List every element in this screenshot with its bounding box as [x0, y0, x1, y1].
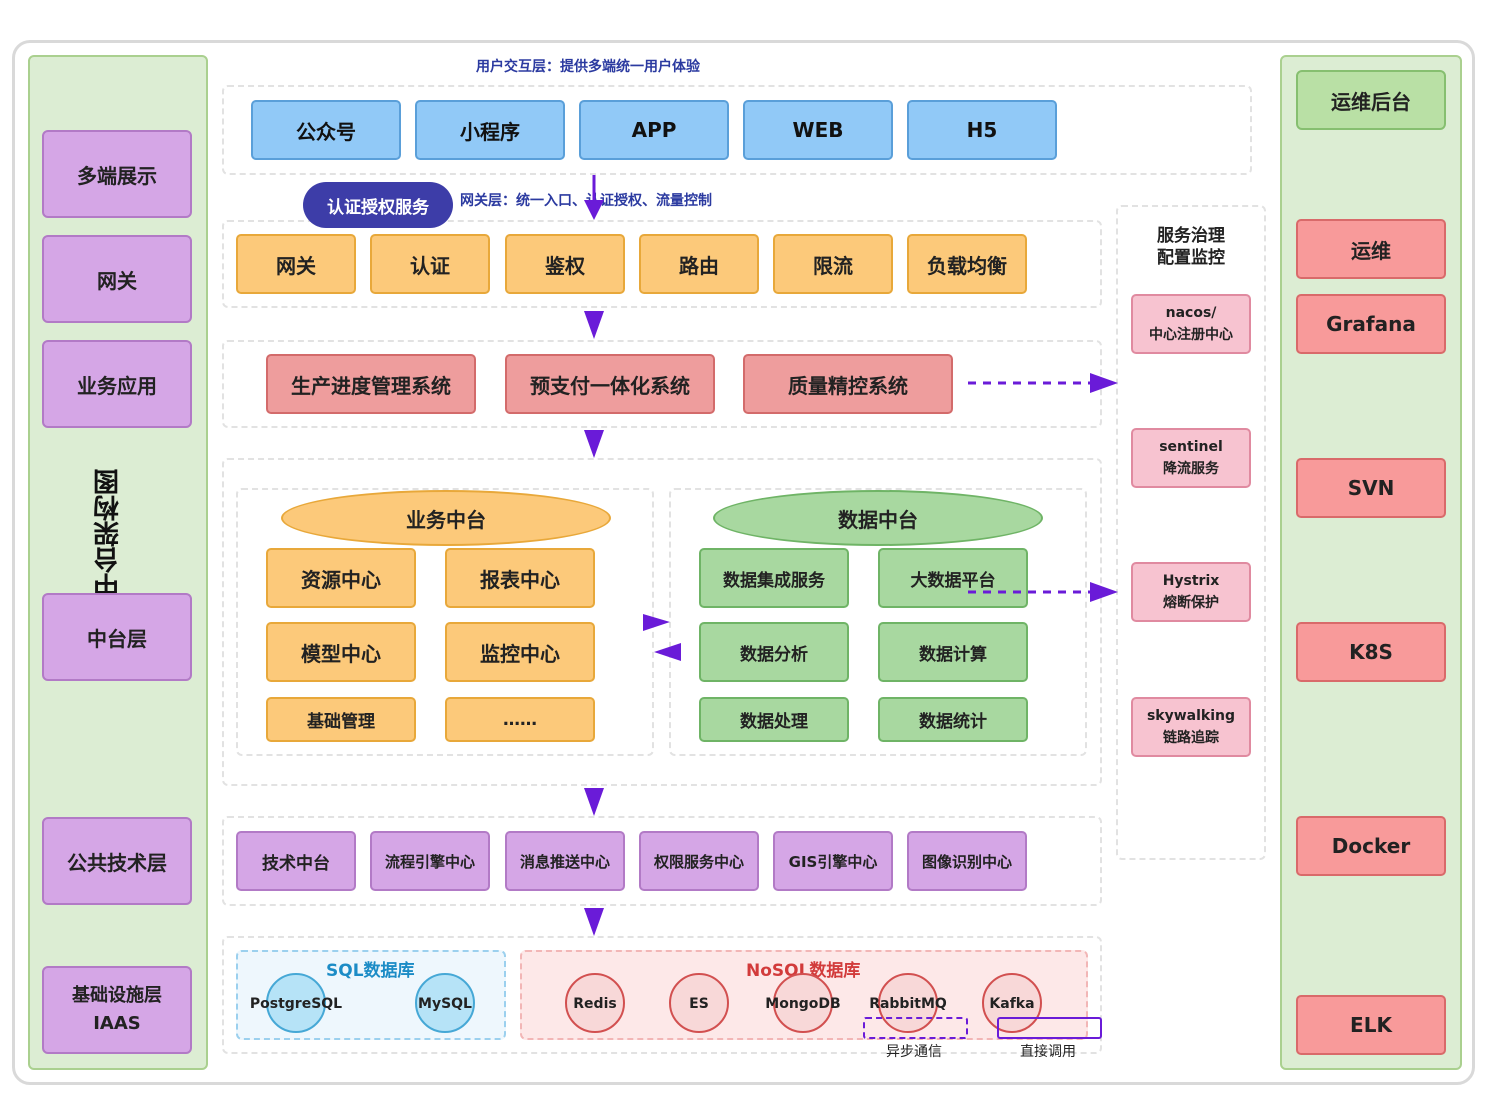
- arrow-to-business: [643, 614, 670, 631]
- ops-item-docker: Docker: [1296, 816, 1446, 876]
- db-es-label: ES: [689, 996, 709, 1012]
- app-quality-control: 质量精控系统: [743, 354, 953, 414]
- ops-item-svn: SVN: [1296, 458, 1446, 518]
- dp-data-integration: 数据集成服务: [699, 548, 849, 608]
- gateway-layer-group: [222, 220, 1102, 308]
- gov-hystrix-line1: Hystrix: [1162, 573, 1220, 589]
- layer-public-tech: 公共技术层: [42, 817, 192, 905]
- data-platform-title: 数据中台: [713, 490, 1043, 546]
- layer-gateway: 网关: [42, 235, 192, 323]
- ops-item-ops: 运维: [1296, 219, 1446, 279]
- client-h5: H5: [907, 100, 1057, 160]
- ops-title: 运维后台: [1296, 70, 1446, 130]
- bp-report-center: 报表中心: [445, 548, 595, 608]
- gov-skywalking-line1: skywalking: [1146, 708, 1236, 724]
- gov-nacos-line1: nacos/: [1165, 305, 1217, 321]
- db-kafka-label: Kafka: [989, 996, 1035, 1012]
- db-rabbitmq-label: RabbitMQ: [869, 996, 947, 1012]
- sql-db-title: SQL数据库: [326, 961, 415, 981]
- client-mini-program: 小程序: [415, 100, 565, 160]
- tech-permission-service: 权限服务中心: [639, 831, 759, 891]
- db-kafka: [982, 973, 1042, 1033]
- gateway-item-route: 路由: [639, 234, 759, 294]
- gov-nacos: nacos/ 中心注册中心: [1131, 294, 1251, 354]
- db-mysql: [415, 973, 475, 1033]
- business-platform-title: 业务中台: [281, 490, 611, 546]
- governance-group: [1116, 205, 1266, 860]
- arrow-to-data: [654, 643, 681, 661]
- interaction-layer-label: 用户交互层：提供多端统一用户体验: [476, 59, 700, 75]
- client-web: WEB: [743, 100, 893, 160]
- layer-business-app: 业务应用: [42, 340, 192, 428]
- gov-hystrix: Hystrix 熔断保护: [1131, 562, 1251, 622]
- tech-image-recognition: 图像识别中心: [907, 831, 1027, 891]
- arrow-head-3: [584, 430, 604, 458]
- bp-resource-center: 资源中心: [266, 548, 416, 608]
- ops-item-elk: ELK: [1296, 995, 1446, 1055]
- public-tech-group: [222, 816, 1102, 906]
- db-mongodb-label: MongoDB: [765, 996, 841, 1012]
- app-prepay-integration: 预支付一体化系统: [505, 354, 715, 414]
- gov-sentinel-line2: 降流服务: [1163, 461, 1219, 477]
- arrow-head-2: [584, 311, 604, 339]
- gov-sentinel: sentinel 降流服务: [1131, 428, 1251, 488]
- tech-tech-platform: 技术中台: [236, 831, 356, 891]
- tech-workflow-engine: 流程引擎中心: [370, 831, 490, 891]
- auth-service-badge: 认证授权服务: [303, 182, 453, 228]
- dp-data-statistics: 数据统计: [878, 697, 1028, 742]
- bp-monitor-center: 监控中心: [445, 622, 595, 682]
- db-redis: [565, 973, 625, 1033]
- ops-item-k8s: K8S: [1296, 622, 1446, 682]
- db-postgresql-label: PostgreSQL: [249, 996, 343, 1012]
- gateway-item-loadbalance: 负载均衡: [907, 234, 1027, 294]
- arrow-head-5: [584, 908, 604, 936]
- legend-direct-label: 直接调用: [1020, 1044, 1076, 1060]
- ops-item-grafana: Grafana: [1296, 294, 1446, 354]
- bp-basic-management: 基础管理: [266, 697, 416, 742]
- db-mysql-label: MySQL: [418, 996, 472, 1012]
- layer-multi-display: 多端展示: [42, 130, 192, 218]
- arrow-head-1: [584, 200, 604, 220]
- tech-gis-engine: GIS引擎中心: [773, 831, 893, 891]
- client-app: APP: [579, 100, 729, 160]
- db-rabbitmq: [878, 973, 938, 1033]
- dp-data-analysis: 数据分析: [699, 622, 849, 682]
- app-production-progress: 生产进度管理系统: [266, 354, 476, 414]
- dp-data-compute: 数据计算: [878, 622, 1028, 682]
- gov-skywalking-line2: 链路追踪: [1163, 730, 1219, 746]
- bp-model-center: 模型中心: [266, 622, 416, 682]
- db-redis-label: Redis: [573, 996, 617, 1012]
- gov-sentinel-line1: sentinel: [1159, 439, 1223, 455]
- gateway-item-authz: 鉴权: [505, 234, 625, 294]
- gateway-item-gateway: 网关: [236, 234, 356, 294]
- gov-nacos-line2: 中心注册中心: [1149, 327, 1233, 343]
- legend-async-box: [863, 1017, 968, 1039]
- db-postgresql: [266, 973, 326, 1033]
- gov-skywalking: skywalking 链路追踪: [1131, 697, 1251, 757]
- db-mongodb: [773, 973, 833, 1033]
- gateway-item-auth: 认证: [370, 234, 490, 294]
- governance-title: 服务治理 配置监控: [1157, 226, 1225, 268]
- dp-data-processing: 数据处理: [699, 697, 849, 742]
- legend-async-label: 异步通信: [886, 1044, 942, 1060]
- nosql-db-title: NoSQL数据库: [746, 961, 861, 981]
- db-es: [669, 973, 729, 1033]
- tech-message-push: 消息推送中心: [505, 831, 625, 891]
- gov-hystrix-line2: 熔断保护: [1163, 595, 1219, 611]
- arrow-head-gov-2: [1090, 582, 1118, 602]
- arrow-head-4: [584, 788, 604, 816]
- client-wechat-official: 公众号: [251, 100, 401, 160]
- legend-direct-box: [997, 1017, 1102, 1039]
- layer-infrastructure: 基础设施层 IAAS: [42, 966, 192, 1054]
- gateway-item-ratelimit: 限流: [773, 234, 893, 294]
- interaction-layer-group: [222, 85, 1252, 175]
- bp-more: ……: [445, 697, 595, 742]
- layer-middle-platform: 中台层: [42, 593, 192, 681]
- arrow-head-gov-1: [1090, 373, 1118, 393]
- database-group: [222, 936, 1102, 1054]
- middle-platform-group: [222, 458, 1102, 786]
- dp-big-data: 大数据平台: [878, 548, 1028, 608]
